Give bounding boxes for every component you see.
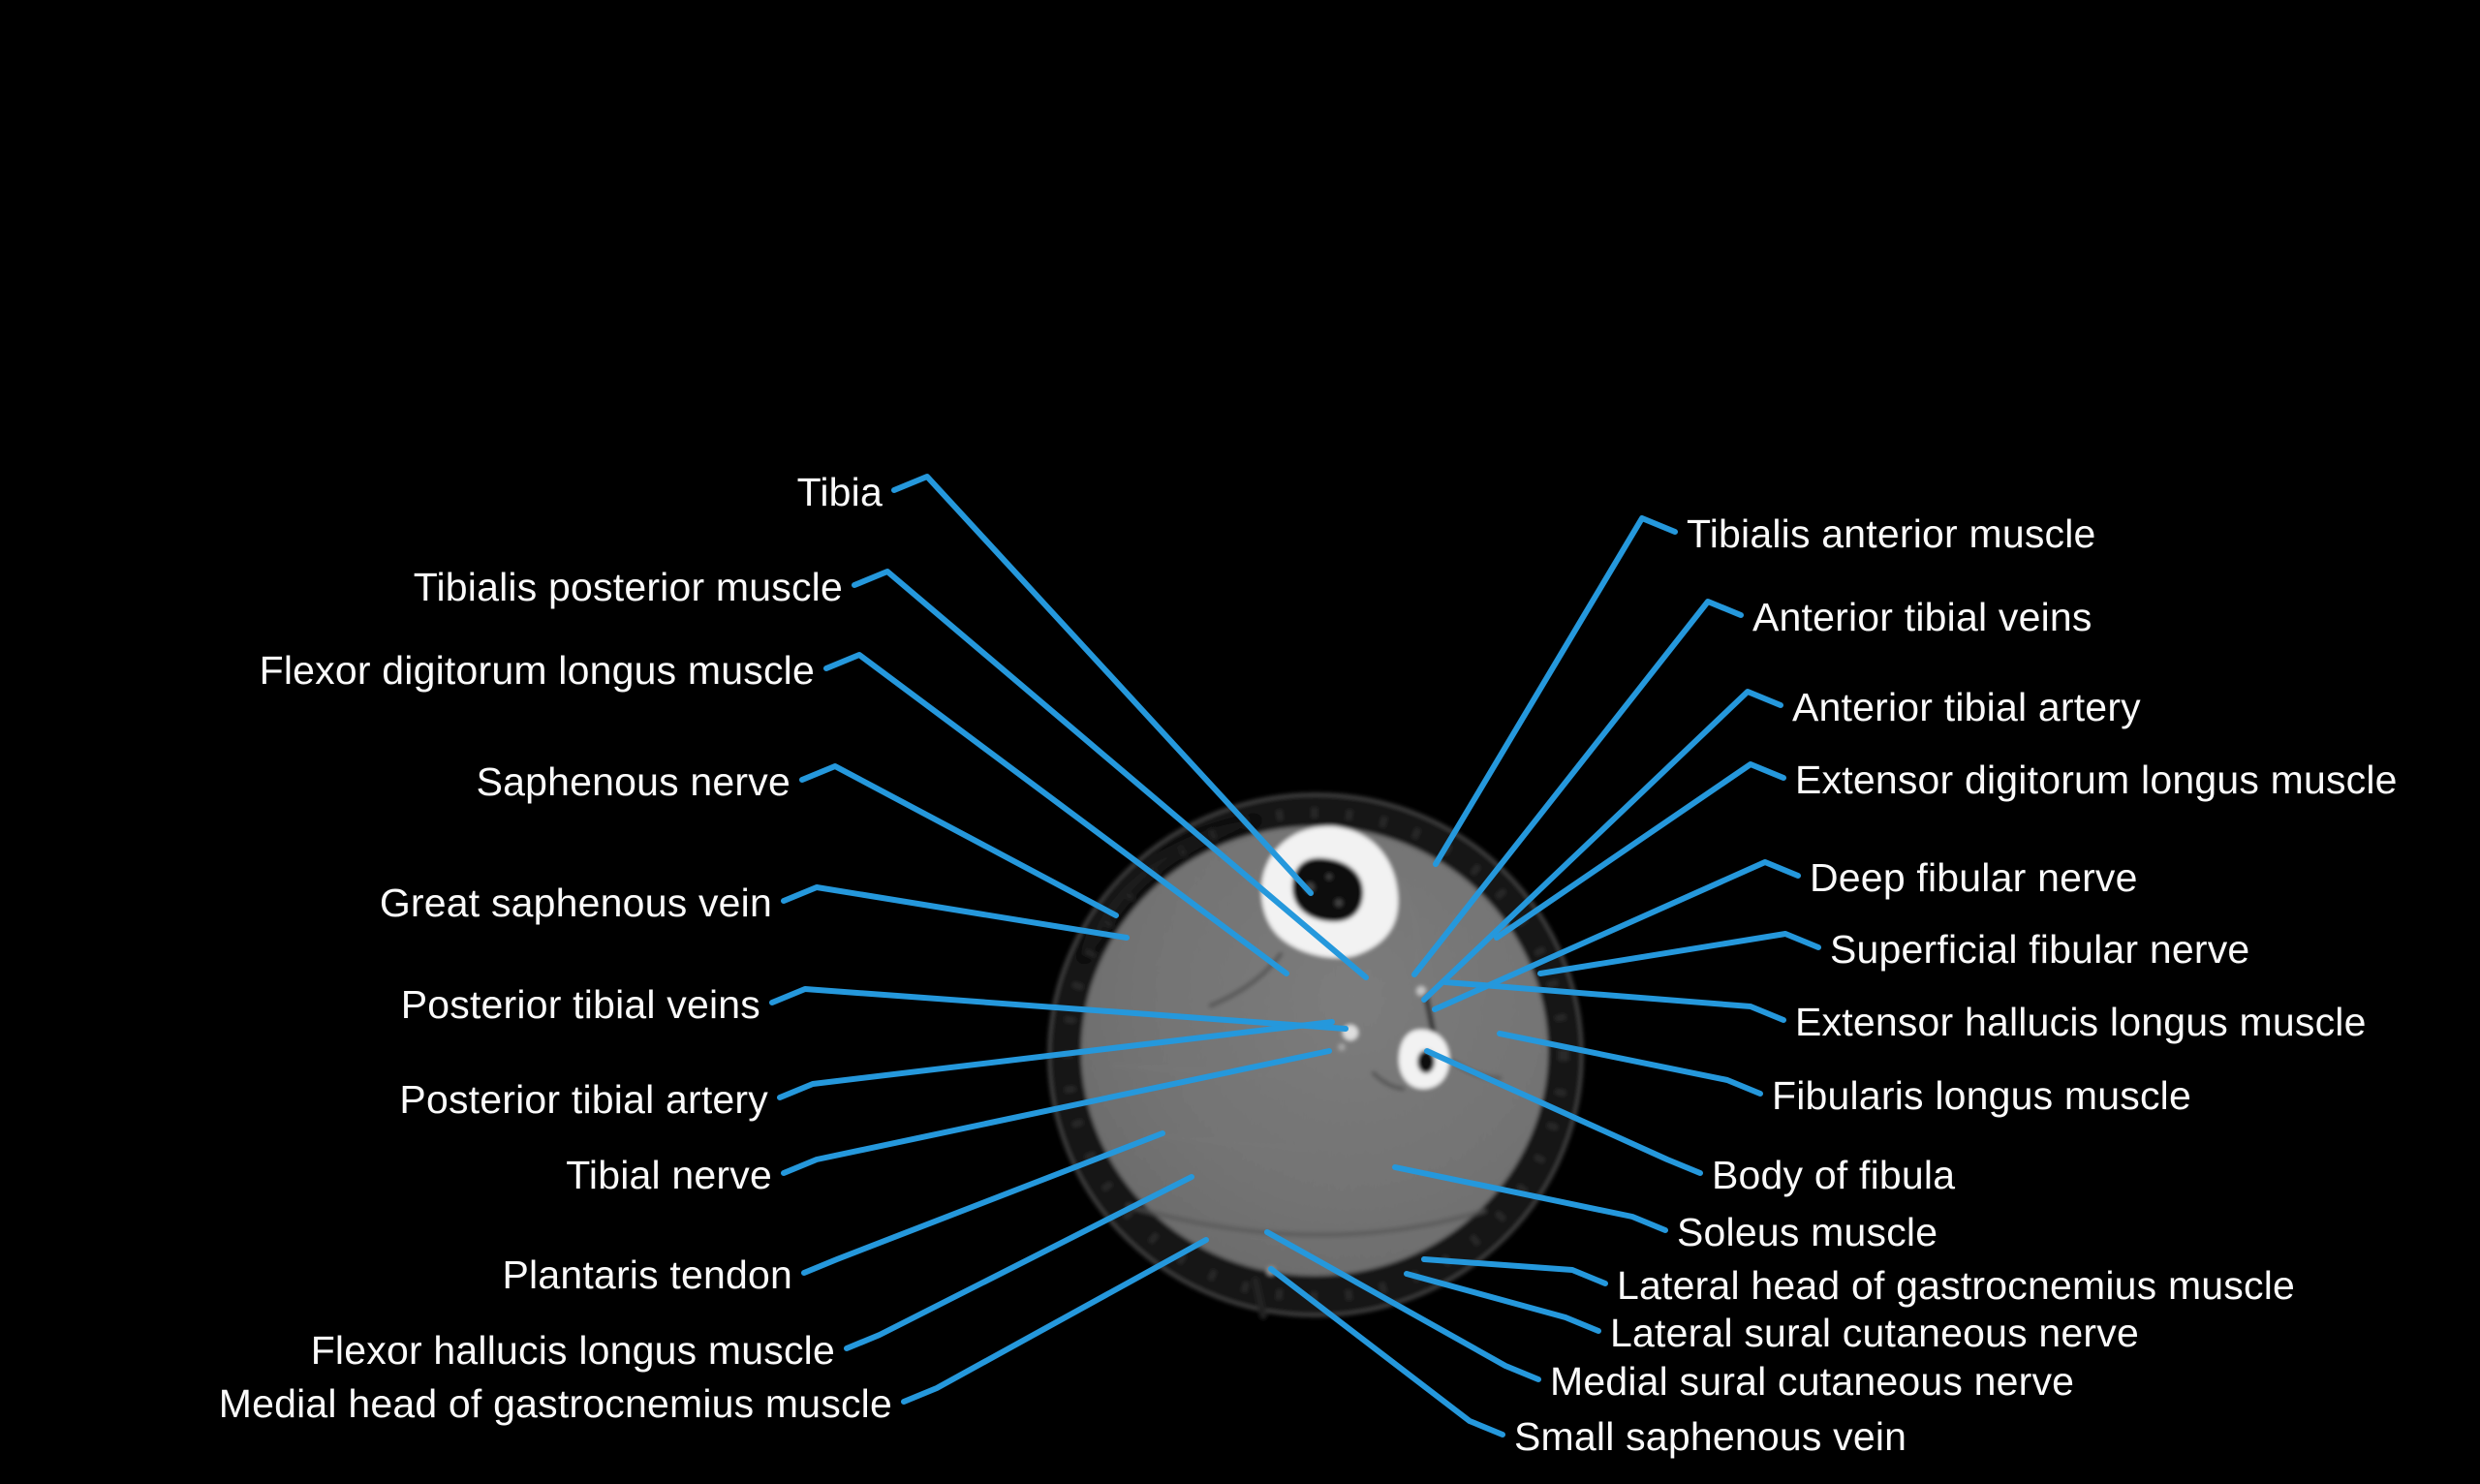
leader-line-right-12 [1264,1229,1541,1382]
anatomy-label-left-4: Great saphenous vein [379,881,772,925]
leader-line-left-0 [891,474,1314,896]
leader-line-left-10 [901,1237,1209,1405]
anatomy-label-right-12: Medial sural cutaneous nerve [1550,1359,2075,1404]
anatomy-label-right-8: Body of fibula [1712,1153,1956,1197]
leader-line-right-0 [1433,515,1678,867]
leader-line-left-9 [844,1174,1194,1351]
fat-wedge [1083,819,1259,959]
leader-line-right-2 [1421,689,1783,1003]
anterior-tibial-vessel-dot [1416,986,1426,996]
leader-line-right-5 [1537,931,1821,976]
anatomy-label-left-9: Flexor hallucis longus muscle [310,1328,835,1373]
leader-line-left-5 [769,986,1348,1032]
anatomy-label-right-10: Lateral head of gastrocnemius muscle [1617,1263,2296,1308]
anatomy-label-left-6: Posterior tibial artery [399,1077,768,1122]
anatomy-label-left-0: Tibia [796,470,883,514]
anatomy-label-right-1: Anterior tibial veins [1752,595,2092,639]
fibula-medullary-cavity [1417,1050,1435,1073]
leader-line-left-4 [781,884,1130,941]
leader-line-right-3 [1494,761,1786,941]
leader-line-right-8 [1424,1048,1703,1176]
leader-line-right-11 [1404,1271,1601,1334]
leader-line-left-8 [801,1130,1165,1276]
anatomy-label-left-1: Tibialis posterior muscle [413,565,843,609]
anatomy-label-right-7: Fibularis longus muscle [1772,1073,2191,1118]
anatomy-label-left-2: Flexor digitorum longus muscle [259,648,815,693]
leader-line-right-7 [1497,1031,1763,1097]
leader-line-left-1 [852,569,1369,980]
leader-line-right-9 [1392,1164,1668,1233]
anatomy-label-left-5: Posterior tibial veins [400,982,760,1027]
anatomy-label-right-5: Superficial fibular nerve [1830,927,2250,972]
posterior-tibial-vein-dot-2 [1338,1043,1346,1051]
leader-lines [769,474,1821,1438]
anatomy-label-right-13: Small saphenous vein [1514,1414,1907,1459]
leader-line-right-13 [1268,1266,1505,1438]
leader-line-right-4 [1432,859,1801,1012]
anatomy-label-left-3: Saphenous nerve [476,759,790,804]
anatomy-label-right-2: Anterior tibial artery [1792,685,2141,729]
leader-line-left-6 [777,1019,1335,1100]
anatomy-label-left-7: Tibial nerve [566,1153,772,1197]
anatomy-label-right-11: Lateral sural cutaneous nerve [1610,1311,2139,1355]
leader-line-right-10 [1421,1256,1608,1286]
anatomy-label-right-6: Extensor hallucis longus muscle [1795,1000,2367,1044]
leader-line-left-3 [799,763,1119,918]
tibia-medullary-cavity [1291,857,1364,922]
anatomy-label-right-9: Soleus muscle [1677,1210,1938,1254]
leader-line-right-6 [1442,979,1786,1023]
leader-line-right-1 [1411,599,1744,977]
anatomy-label-right-4: Deep fibular nerve [1810,855,2138,900]
leader-line-left-7 [781,1048,1332,1176]
anatomy-label-left-8: Plantaris tendon [502,1252,792,1297]
anatomy-label-right-0: Tibialis anterior muscle [1687,511,2096,556]
anatomy-label-right-3: Extensor digitorum longus muscle [1795,757,2398,802]
leader-line-left-2 [823,652,1289,976]
anatomy-label-left-10: Medial head of gastrocnemius muscle [218,1381,892,1426]
